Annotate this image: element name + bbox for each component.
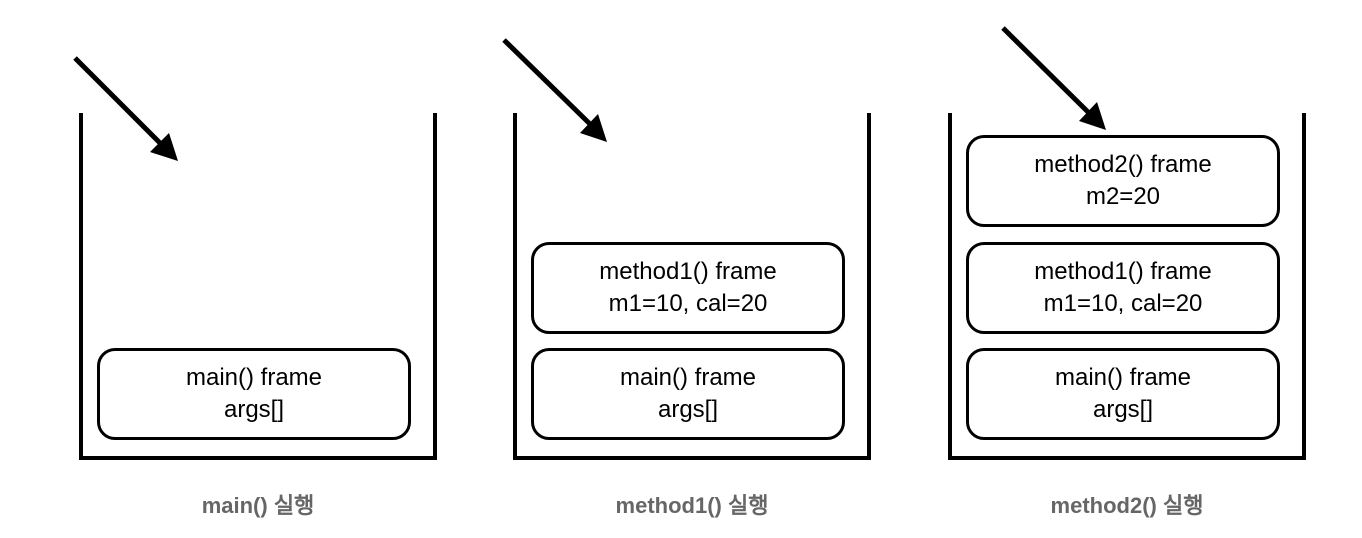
push-arrow-2: [502, 38, 607, 142]
frame-vars: args[]: [657, 396, 719, 423]
frame-title: main() frame: [185, 364, 323, 391]
stack-caption-method1: method1() 실행: [615, 493, 769, 518]
frame-vars: m2=20: [1085, 183, 1161, 210]
call-stack-method1: method1() frame m1=10, cal=20 main() fra…: [513, 113, 871, 464]
frame-vars: args[]: [223, 396, 285, 423]
frame-title: main() frame: [1054, 364, 1192, 391]
frame-title: main() frame: [619, 364, 757, 391]
frame-vars: m1=10, cal=20: [608, 290, 768, 317]
stack-caption-method2: method2() 실행: [1050, 493, 1204, 518]
stack-frame-main: main() frame args[]: [966, 348, 1280, 440]
frame-vars: m1=10, cal=20: [1043, 290, 1203, 317]
frame-title: method1() frame: [1034, 258, 1212, 285]
stack-container: [513, 113, 871, 460]
stack-container: [948, 113, 1306, 460]
frame-vars: args[]: [1092, 396, 1154, 423]
frame-title: method1() frame: [599, 258, 777, 285]
stack-caption-main: main() 실행: [201, 493, 315, 518]
stack-frame-main: main() frame args[]: [531, 348, 845, 440]
call-stack-method2: method2() frame m2=20 method1() frame m1…: [948, 113, 1306, 464]
call-stack-main: main() frame args[]: [79, 113, 437, 464]
push-arrow-3: [1001, 26, 1106, 130]
frame-title: method2() frame: [1034, 151, 1212, 178]
push-arrow-1: [73, 56, 178, 161]
stack-container: [79, 113, 437, 460]
stack-frame-main: main() frame args[]: [97, 348, 411, 440]
stack-frame-method2: method2() frame m2=20: [966, 135, 1280, 227]
stack-frame-method1: method1() frame m1=10, cal=20: [966, 242, 1280, 334]
stack-frame-method1: method1() frame m1=10, cal=20: [531, 242, 845, 334]
